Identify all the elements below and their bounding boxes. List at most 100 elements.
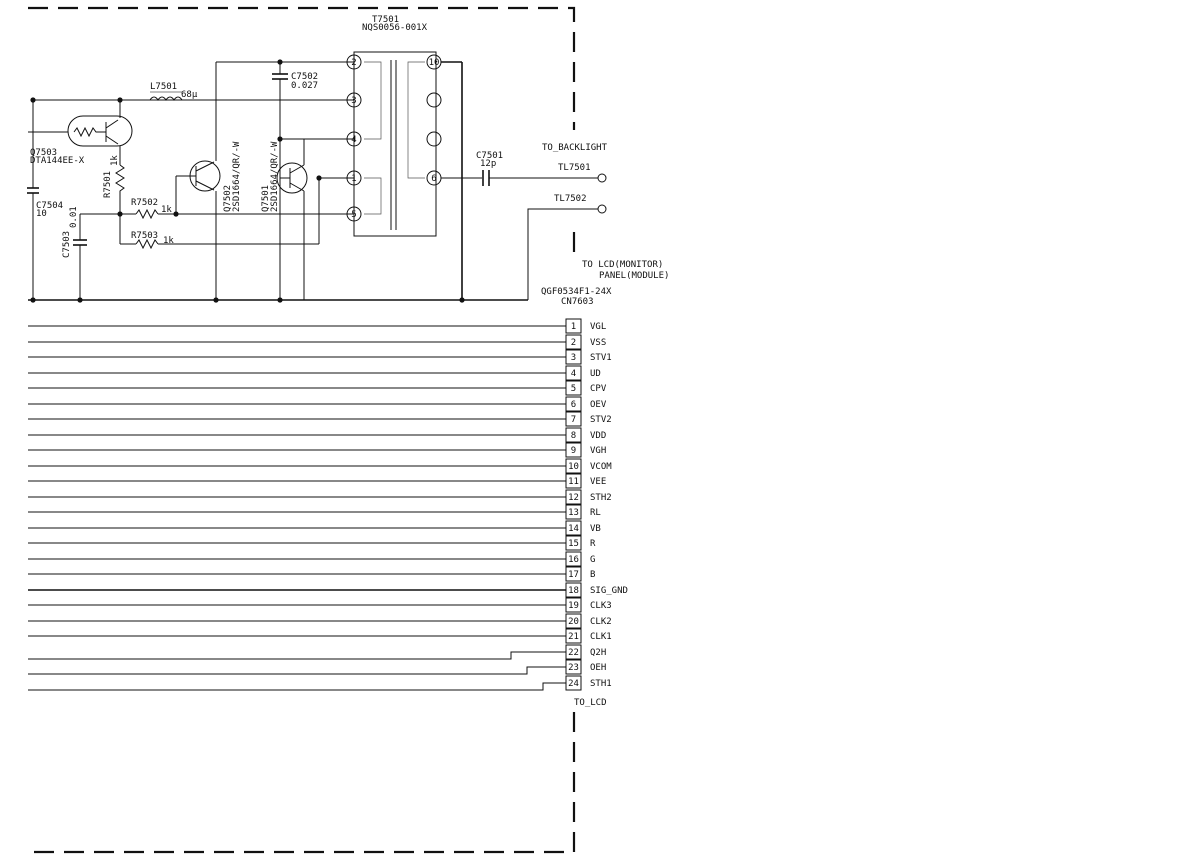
connector-pin-row: 13 RL — [28, 504, 601, 520]
transformer-right-pins: 10 6 — [426, 54, 442, 186]
connector-pin-signal: STH2 — [590, 493, 612, 503]
transformer-pin-number: 5 — [351, 210, 356, 220]
transformer-pin-number: 2 — [351, 58, 356, 68]
transistor-q7502: Q75022SD1664/QR/-W — [175, 62, 242, 300]
c7503-value: 0.01 — [69, 206, 79, 228]
r7501-ref: R7501 — [103, 171, 113, 198]
connector-pin-number: 11 — [568, 477, 579, 487]
signal-wire — [28, 682, 566, 691]
lcd-note-line2: PANEL(MODULE) — [599, 271, 669, 281]
connector-pin-row: 2 VSS — [28, 334, 606, 350]
connector-pin-signal: STV1 — [590, 353, 612, 363]
connector-pin-box — [565, 566, 582, 582]
signal-wire — [28, 666, 566, 675]
connector-pin-number: 16 — [568, 555, 579, 565]
q7503-ref: Q7503 — [30, 148, 57, 158]
junctions — [30, 59, 465, 303]
t7501-ref: T7501 — [372, 15, 399, 25]
t7501-part: NQS0056-001X — [362, 23, 428, 33]
transformer-pin: 2 — [346, 54, 362, 70]
terminals: TO_BACKLIGHT TL7501 TL7502 TO LCD(MONITO… — [527, 143, 669, 300]
connector-pin-number: 21 — [568, 632, 579, 642]
connector-pin-box — [565, 489, 582, 505]
r7503-value: 1k — [163, 236, 174, 246]
connector-pin-signal: UD — [590, 369, 601, 379]
connector-ref: CN7603 — [561, 297, 594, 307]
connector-footer: TO_LCD — [574, 698, 607, 708]
connector-pin-box — [565, 442, 582, 458]
connector-pin-signal: RL — [590, 508, 601, 518]
connector-pin-box — [565, 504, 582, 520]
connector-pin-number: 6 — [571, 400, 576, 410]
connector-pin-signal: Q2H — [590, 648, 606, 658]
connector-pin-number: 7 — [571, 415, 576, 425]
r7502-value: 1k — [161, 205, 172, 215]
connector-pin-signal: CLK2 — [590, 617, 612, 627]
l7501-ref: L7501 — [150, 82, 177, 92]
transformer-pin-number: 10 — [429, 58, 440, 68]
connector-pin-signal: OEV — [590, 400, 607, 410]
to-backlight-label: TO_BACKLIGHT — [542, 143, 608, 153]
c7501-ref: C7501 — [476, 151, 503, 161]
l7501-value: 68µ — [181, 90, 198, 100]
terminal-tl7502 — [597, 204, 607, 214]
connector-pin-signal: VEE — [590, 477, 606, 487]
connector-pin-box — [565, 613, 582, 629]
transformer-pin: 6 — [426, 170, 442, 186]
c7502-ref: C7502 — [291, 72, 318, 82]
connector-pin-box — [565, 582, 582, 598]
connector-pin-signal: OEH — [590, 663, 606, 673]
connector-pin-signal: VDD — [590, 431, 606, 441]
connector-pin-signal: STV2 — [590, 415, 612, 425]
connector-pin-signal: VCOM — [590, 462, 612, 472]
resistor-r7502: R7502 1k — [120, 198, 176, 220]
connector-pin-number: 20 — [568, 617, 579, 627]
connector-pin-number: 24 — [568, 679, 579, 689]
transformer-pin: 1 — [346, 170, 362, 186]
transformer-pin-number: 4 — [351, 135, 356, 145]
transformer-pin-number: 1 — [351, 174, 356, 184]
q7501-label: Q75012SD1664/QR/-W — [261, 141, 280, 212]
connector-pin-number: 13 — [568, 508, 579, 518]
transistor-q7501: Q75012SD1664/QR/-W — [261, 139, 308, 300]
c7501-value: 12p — [480, 159, 496, 169]
transformer-pin: 4 — [346, 131, 362, 147]
connector-pin-number: 15 — [568, 539, 579, 549]
connector-pin-row: 11 VEE — [28, 473, 606, 489]
connector-pin-box — [565, 318, 582, 334]
connector-pin-row: 6 OEV — [28, 396, 607, 412]
connector-pin-signal: G — [590, 555, 595, 565]
connector-pin-number: 19 — [568, 601, 579, 611]
capacitor-c7502: C7502 0.027 — [272, 62, 318, 300]
connector-pin-box — [565, 520, 582, 536]
connector-pin-row: 7 STV2 — [28, 411, 612, 427]
resistor-r7501: R7501 1k — [103, 155, 125, 214]
capacitor-c7504: C7504 10 — [27, 100, 63, 300]
connector-pin-signal: STH1 — [590, 679, 612, 689]
c7504-value: 10 — [36, 209, 47, 219]
connector-pin-signal: CPV — [590, 384, 607, 394]
connector-pin-box — [565, 659, 582, 675]
q7502-label: Q75022SD1664/QR/-W — [223, 141, 242, 212]
connector-pin-signal: SIG_GND — [590, 586, 628, 596]
connector-pin-box — [565, 349, 582, 365]
connector-pin-number: 2 — [571, 338, 576, 348]
connector-pin-number: 1 — [571, 322, 576, 332]
connector-pin-number: 8 — [571, 431, 576, 441]
connector-pin-signal: VSS — [590, 338, 606, 348]
connector-pin-number: 5 — [571, 384, 576, 394]
